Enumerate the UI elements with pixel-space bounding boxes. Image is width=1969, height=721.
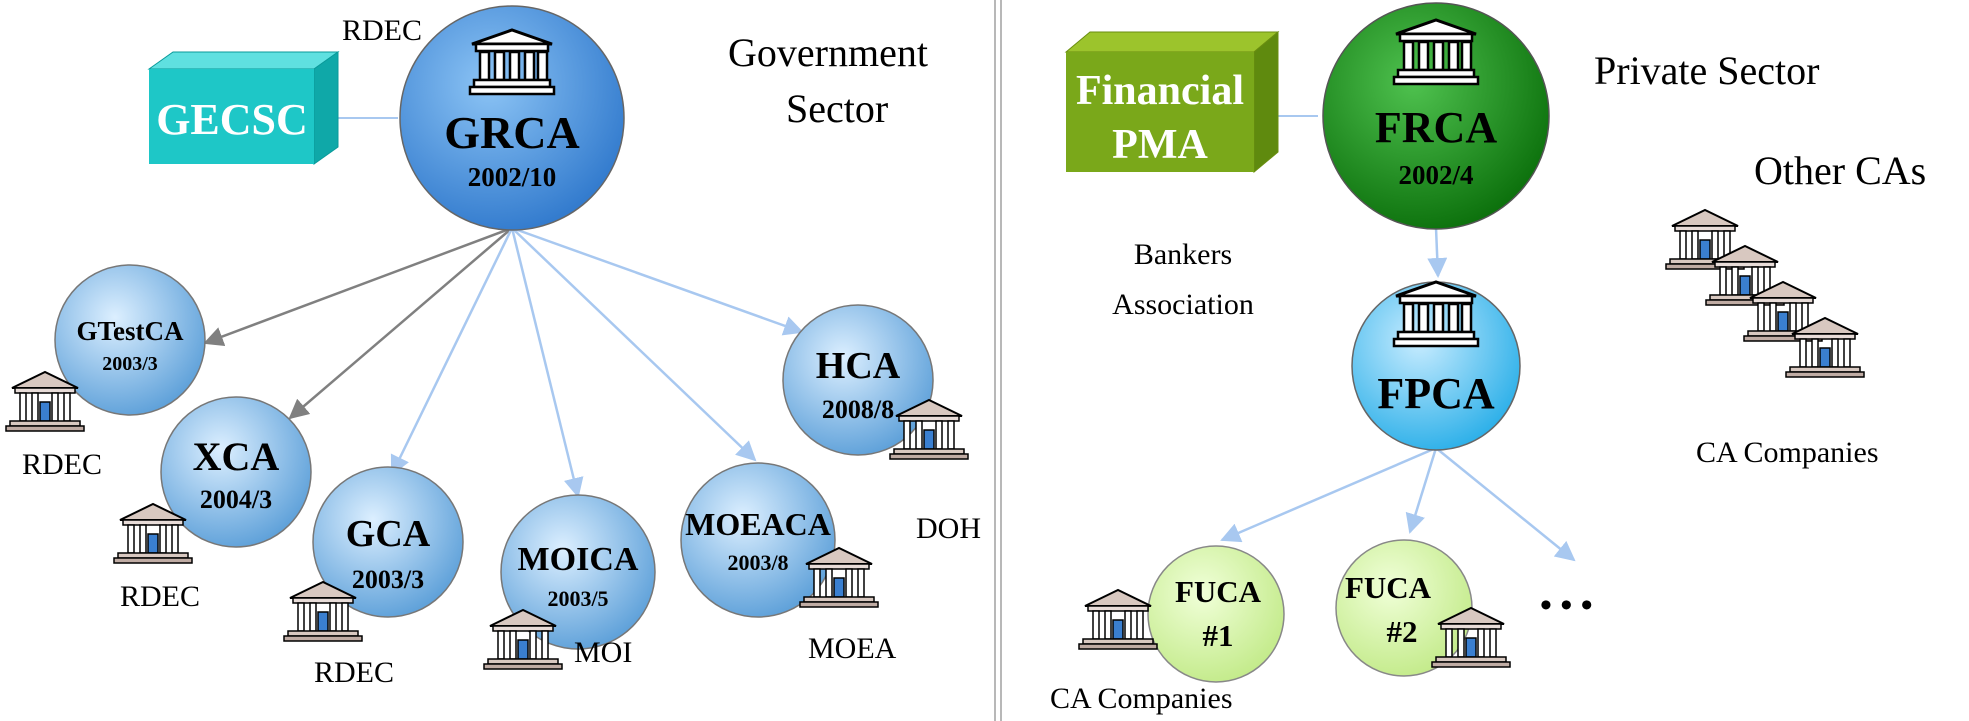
- xca-name: XCA: [193, 434, 280, 479]
- bank-icon: [1392, 18, 1480, 86]
- hca-node: HCA 2008/8: [782, 304, 934, 456]
- moica-name: MOICA: [518, 541, 639, 578]
- arrow-grca-xca: [288, 227, 513, 420]
- gecsc-box: GECSC: [147, 51, 340, 165]
- grca-date: 2002/10: [468, 162, 557, 192]
- grca-node: GRCA 2002/10: [399, 5, 625, 231]
- arrow-frca-fpca: [1427, 227, 1448, 278]
- moeaca-node: MOEACA 2003/8: [680, 462, 836, 618]
- fuca1-node: FUCA #1: [1147, 545, 1285, 683]
- moeaca-name: MOEACA: [685, 506, 831, 542]
- fuca2-name: FUCA: [1345, 570, 1432, 605]
- gtestca-name: GTestCA: [76, 316, 184, 346]
- other-cas-caption: CA Companies: [1696, 436, 1879, 469]
- frca-name: FRCA: [1375, 103, 1497, 152]
- government-heading-line2: Sector: [786, 86, 888, 131]
- gca-date: 2003/3: [352, 565, 424, 594]
- grca-name: GRCA: [444, 107, 579, 158]
- fuca1-name: FUCA: [1175, 574, 1262, 609]
- other-cas-title: Other CAs: [1754, 148, 1926, 193]
- building-icon: [1078, 589, 1158, 650]
- financial-pma-box: Financial PMA: [1064, 30, 1280, 174]
- private-sector: Financial PMA FRCA 2002/4 Private Sector…: [1050, 2, 1926, 715]
- moica-tag: MOI: [574, 636, 632, 669]
- hca-date: 2008/8: [822, 395, 894, 424]
- moica-date: 2003/5: [547, 586, 608, 611]
- private-heading: Private Sector: [1594, 48, 1820, 93]
- bankers-line2: Association: [1112, 288, 1254, 321]
- hca-name: HCA: [816, 345, 901, 387]
- other-cas-buildings: [1665, 209, 1865, 378]
- arrow-grca-moeaca: [511, 227, 757, 462]
- xca-date: 2004/3: [200, 485, 272, 514]
- fuca2-node: FUCA #2: [1335, 539, 1473, 677]
- gca-name: GCA: [346, 513, 431, 555]
- xca-node: XCA 2004/3: [160, 396, 312, 548]
- fuca2-num: #2: [1387, 614, 1418, 649]
- arrow-fpca-fuca2: [1405, 447, 1438, 534]
- gca-node: GCA 2003/3: [312, 466, 464, 618]
- bank-icon: [468, 28, 556, 96]
- bank-icon: [1392, 280, 1480, 348]
- fuca-caption: CA Companies: [1050, 682, 1233, 715]
- bankers-line1: Bankers: [1134, 238, 1232, 271]
- fpca-node: FPCA: [1351, 280, 1521, 451]
- hca-tag: DOH: [916, 512, 981, 545]
- government-heading-line1: Government: [728, 30, 928, 75]
- arrow-grca-hca: [511, 226, 804, 336]
- xca-tag: RDEC: [120, 580, 200, 613]
- fuca1-num: #1: [1203, 618, 1234, 653]
- frca-date: 2002/4: [1398, 160, 1473, 190]
- pma-label-line1: Financial: [1076, 68, 1244, 114]
- pma-label-line2: PMA: [1112, 122, 1208, 168]
- moeaca-date: 2003/8: [727, 550, 788, 575]
- gtestca-date: 2003/3: [102, 353, 158, 375]
- arrow-grca-moica: [510, 227, 584, 498]
- arrow-fpca-more: [1435, 447, 1576, 562]
- arrow-grca-gtestca: [203, 226, 513, 347]
- gca-tag: RDEC: [314, 656, 394, 689]
- moica-node: MOICA 2003/5: [500, 494, 656, 650]
- gecsc-label: GECSC: [156, 95, 308, 144]
- building-icon: [1785, 317, 1865, 378]
- fpca-name: FPCA: [1377, 369, 1495, 418]
- arrow-fpca-fuca1: [1220, 446, 1437, 543]
- more-ellipsis: • • •: [1540, 587, 1593, 624]
- frca-node: FRCA 2002/4: [1322, 2, 1550, 230]
- gtestca-node: GTestCA 2003/3: [54, 264, 206, 416]
- gtestca-tag: RDEC: [22, 448, 102, 481]
- moeaca-tag: MOEA: [808, 632, 897, 665]
- grca-tag: RDEC: [342, 14, 422, 47]
- government-sector: GECSC GRCA 2002/10 RDEC Government Secto…: [5, 5, 981, 689]
- arrow-grca-gca: [390, 227, 514, 476]
